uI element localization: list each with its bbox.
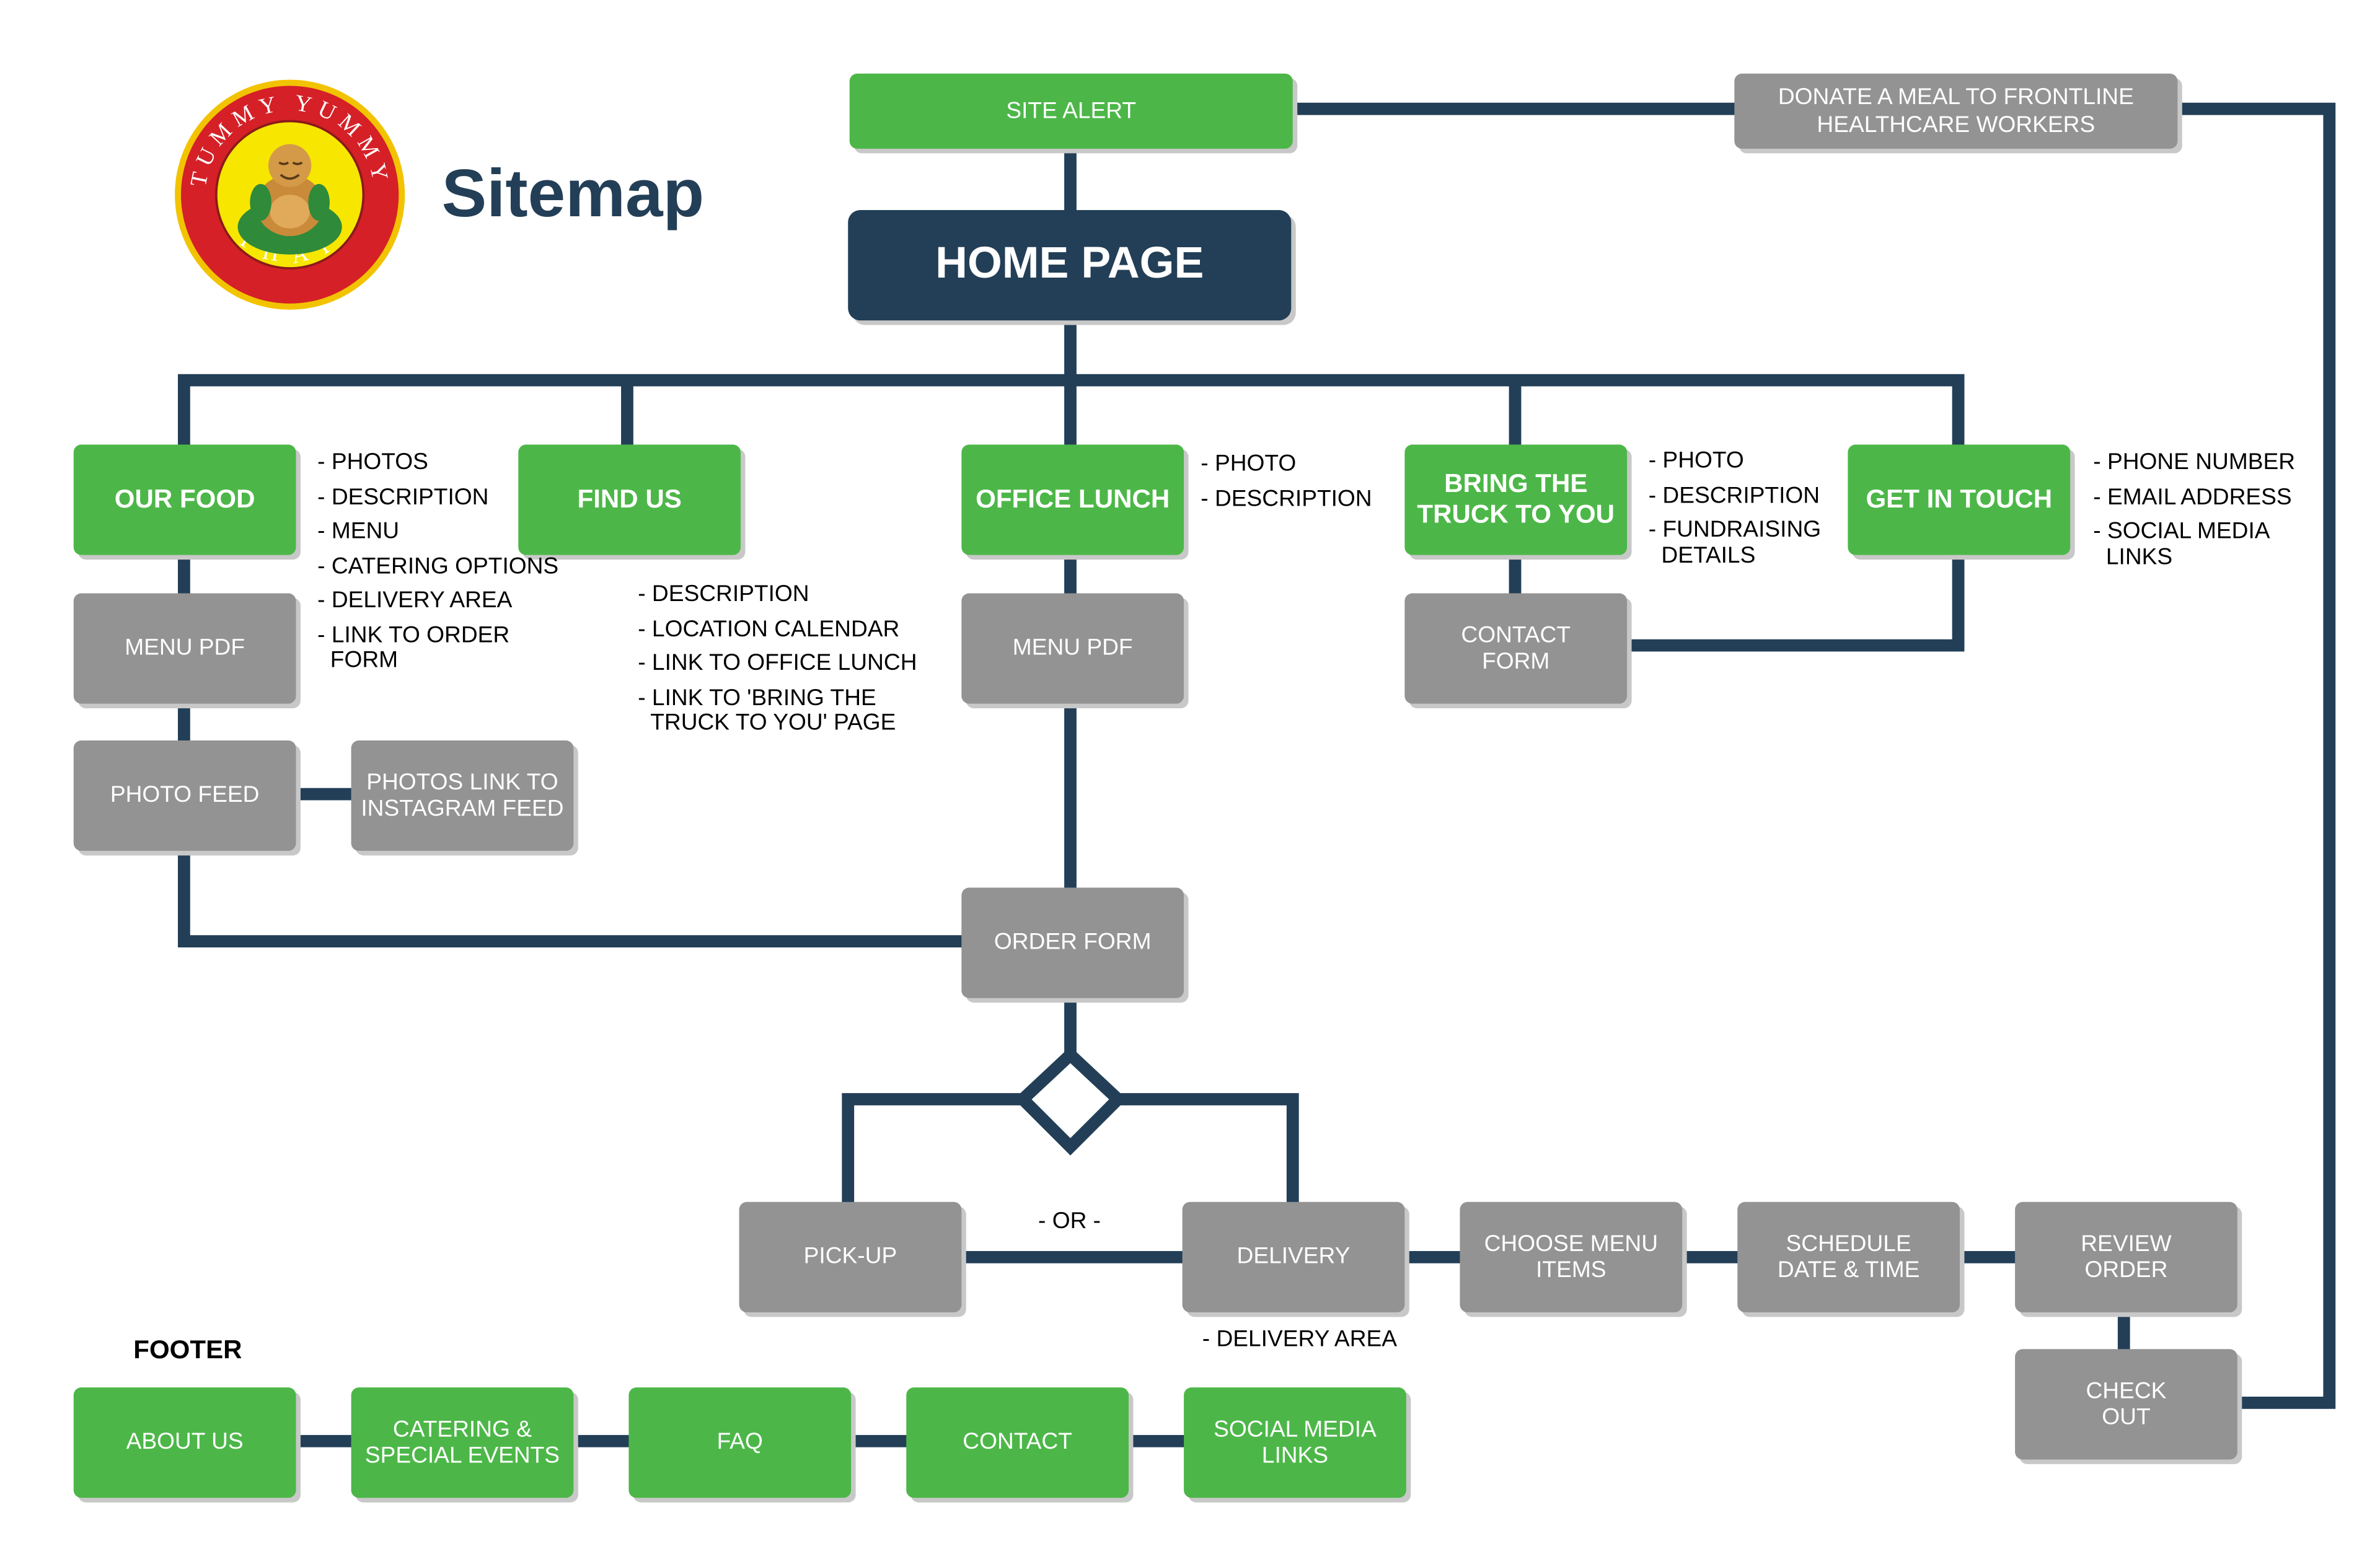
checkout-node[interactable]: CHECK OUT — [2015, 1349, 2237, 1460]
review-order-node[interactable]: REVIEW ORDER — [2015, 1201, 2237, 1312]
note-item: - SOCIAL MEDIA LINKS — [2093, 518, 2270, 570]
menu-pdf-node[interactable]: MENU PDF — [73, 593, 296, 704]
home-page-node[interactable]: HOME PAGE — [848, 209, 1292, 321]
get-in-touch-node[interactable]: GET IN TOUCH — [1848, 444, 2071, 555]
note-item: - DESCRIPTION — [1648, 482, 1820, 509]
office-lunch-node[interactable]: OFFICE LUNCH — [961, 444, 1184, 555]
note-item: - PHOTO — [1201, 450, 1297, 477]
bring-truck-node[interactable]: BRING THE TRUCK TO YOU — [1404, 444, 1628, 555]
order-form-node[interactable]: ORDER FORM — [961, 887, 1184, 998]
decision-diamond — [1014, 1046, 1127, 1156]
note-item: - DESCRIPTION — [638, 581, 809, 607]
find-us-node[interactable]: FIND US — [518, 444, 741, 555]
footer-contact[interactable]: CONTACT — [906, 1387, 1129, 1498]
or-label: - OR - — [1038, 1208, 1101, 1234]
note-item: - FUNDRAISING DETAILS — [1648, 516, 1822, 568]
note-item: - DELIVERY AREA — [1202, 1326, 1398, 1353]
note-item: - PHOTOS — [317, 449, 428, 476]
note-item: - LOCATION CALENDAR — [638, 615, 900, 642]
footer-catering[interactable]: CATERING & SPECIAL EVENTS — [351, 1387, 574, 1498]
office-menu-pdf-node[interactable]: MENU PDF — [961, 593, 1184, 704]
donate-meal-node[interactable]: DONATE A MEAL TO FRONTLINE HEALTHCARE WO… — [1734, 73, 2178, 149]
note-item: - LINK TO OFFICE LUNCH — [638, 650, 917, 677]
note-item: - DESCRIPTION — [317, 483, 489, 510]
footer-faq[interactable]: FAQ — [628, 1387, 852, 1498]
footer-label: FOOTER — [133, 1335, 242, 1365]
our-food-notes: - PHOTOS - DESCRIPTION - MENU - CATERING OP… — [317, 450, 558, 683]
photo-feed-node[interactable]: PHOTO FEED — [73, 740, 296, 851]
footer-about-us[interactable]: ABOUT US — [73, 1387, 296, 1498]
note-item: - LINK TO 'BRING THE TRUCK TO YOU' PAGE — [638, 684, 896, 736]
our-food-node[interactable]: OUR FOOD — [73, 444, 296, 555]
footer-social-media-links[interactable]: SOCIAL MEDIA LINKS — [1184, 1387, 1406, 1498]
choose-menu-items-node[interactable]: CHOOSE MENU ITEMS — [1460, 1201, 1683, 1312]
find-us-notes: - DESCRIPTION - LOCATION CALENDAR - LINK T… — [638, 582, 917, 746]
note-item: - LINK TO ORDER FORM — [317, 621, 510, 674]
site-alert-node[interactable]: SITE ALERT — [849, 73, 1293, 149]
delivery-notes: - DELIVERY AREA — [1202, 1326, 1398, 1363]
contact-form-node[interactable]: CONTACT FORM — [1404, 593, 1628, 704]
schedule-node[interactable]: SCHEDULE DATE & TIME — [1737, 1201, 1960, 1312]
page-title: Sitemap — [441, 156, 705, 232]
tummy-yummy-thai-logo: TUMMY YUMMY THAI — [175, 79, 405, 310]
note-item: - CATERING OPTIONS — [317, 552, 559, 579]
note-item: - PHOTO — [1648, 447, 1744, 474]
pickup-node[interactable]: PICK-UP — [739, 1201, 962, 1312]
delivery-node[interactable]: DELIVERY — [1182, 1201, 1405, 1312]
note-item: - DELIVERY AREA — [317, 587, 513, 613]
bring-truck-notes: - PHOTO - DESCRIPTION - FUNDRAISING DETAIL… — [1649, 449, 1821, 578]
get-in-touch-notes: - PHONE NUMBER - EMAIL ADDRESS - SOCIAL ME… — [2093, 450, 2295, 579]
note-item: - MENU — [317, 518, 400, 545]
office-lunch-notes: - PHOTO - DESCRIPTION — [1201, 452, 1372, 521]
note-item: - DESCRIPTION — [1201, 485, 1372, 512]
instagram-feed-node[interactable]: PHOTOS LINK TO INSTAGRAM FEED — [351, 740, 574, 851]
note-item: - PHONE NUMBER — [2093, 449, 2296, 476]
note-item: - EMAIL ADDRESS — [2093, 483, 2292, 510]
